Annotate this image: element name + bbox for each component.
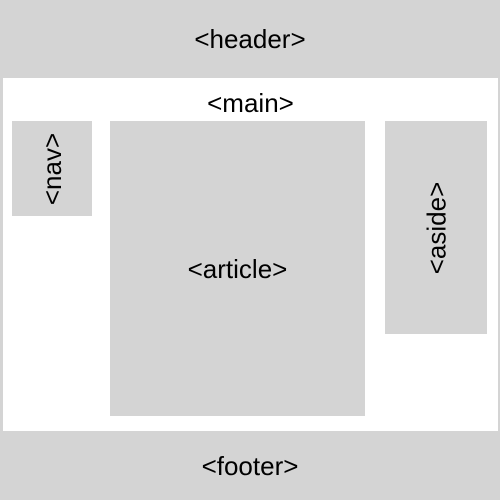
header-region: <header> [0,0,500,78]
footer-label: <footer> [201,450,299,481]
aside-region: <aside> [385,121,487,334]
nav-label: <nav> [36,132,67,205]
footer-region: <footer> [0,431,500,500]
article-label: <article> [187,253,288,284]
aside-label: <aside> [421,181,451,274]
article-region: <article> [110,121,365,416]
nav-region: <nav> [12,121,92,216]
main-label: <main> [207,88,294,118]
header-label: <header> [194,24,306,54]
